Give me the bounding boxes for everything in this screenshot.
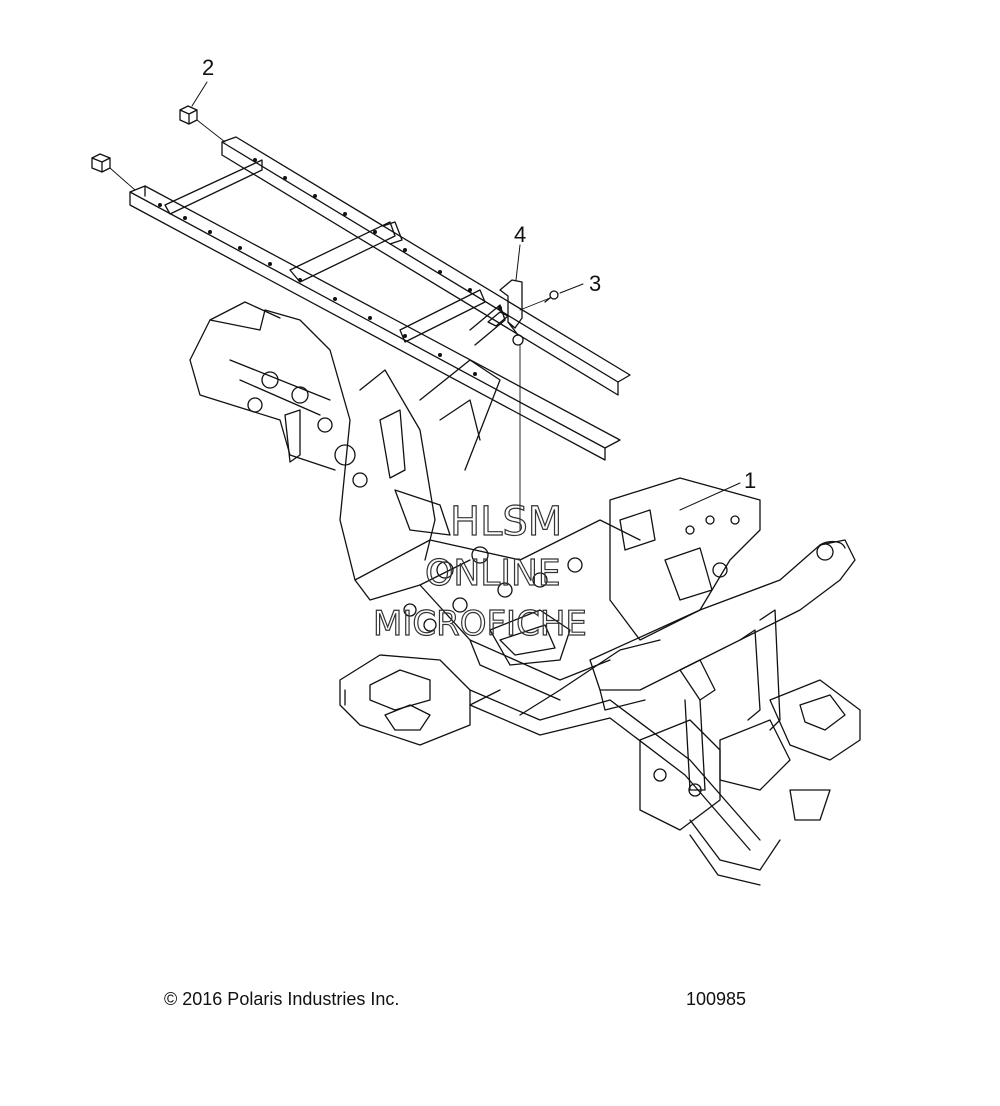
callout-1: 1 xyxy=(744,468,756,493)
copyright-notice: © 2016 Polaris Industries Inc. xyxy=(164,989,400,1009)
main-frame-body xyxy=(189,301,861,886)
rail-holes xyxy=(158,158,502,376)
rail-cross-members xyxy=(164,159,486,343)
illustration-number: 100985 xyxy=(686,989,747,1009)
assembly-lines xyxy=(109,119,551,531)
rail-end-cap-right xyxy=(179,105,198,125)
bracket-part-4 xyxy=(487,279,524,346)
watermark-line-3: MICROFICHE xyxy=(373,604,587,644)
callout-4: 4 xyxy=(514,222,526,247)
watermark: HLSM ONLINE MICROFICHE xyxy=(372,498,587,644)
rear-rail-left xyxy=(129,185,621,461)
watermark-line-2: ONLINE xyxy=(425,553,561,594)
leader-lines xyxy=(191,81,741,511)
callout-3: 3 xyxy=(589,271,601,296)
watermark-line-1: HLSM xyxy=(450,499,562,545)
screw-part-3 xyxy=(544,290,559,303)
callout-2: 2 xyxy=(202,55,214,80)
rear-rail-right xyxy=(221,136,631,396)
rail-end-cap-left xyxy=(91,153,111,173)
